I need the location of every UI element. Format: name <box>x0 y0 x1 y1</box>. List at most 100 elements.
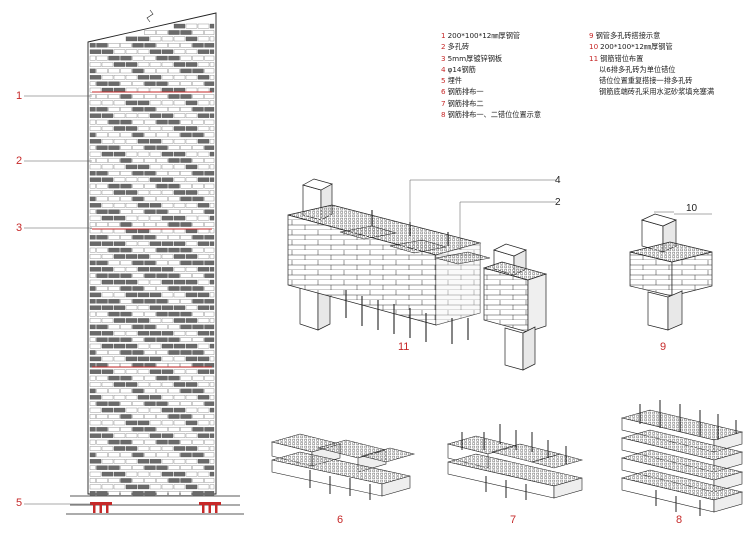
wall-brick <box>101 164 114 170</box>
wall-brick <box>132 465 144 470</box>
wall-brick <box>120 337 132 342</box>
wall-brick <box>149 369 162 374</box>
wall-brick <box>89 401 96 406</box>
wall-brick <box>161 139 174 144</box>
wall-brick <box>204 235 215 240</box>
wall-brick <box>144 375 156 381</box>
wall-brick <box>113 62 126 67</box>
wall-brick <box>149 36 162 42</box>
wall-brick <box>113 254 126 259</box>
wall-brick <box>173 318 186 323</box>
wall-brick <box>144 235 156 240</box>
wall-brick <box>120 158 132 163</box>
callout-5: 5 <box>16 497 22 509</box>
wall-brick <box>108 388 120 394</box>
wall-brick <box>125 190 138 195</box>
wall-brick <box>132 273 144 278</box>
wall-brick <box>101 177 114 182</box>
wall-brick <box>149 254 162 259</box>
wall-brick <box>156 465 168 470</box>
wall-brick <box>168 439 180 445</box>
wall-brick <box>137 126 150 131</box>
wall-brick <box>144 247 156 253</box>
wall-brick <box>132 427 144 432</box>
wall-brick <box>137 36 150 42</box>
wall-brick <box>161 241 174 246</box>
wall-brick <box>156 375 168 381</box>
wall-brick <box>89 292 102 298</box>
wall-brick-pattern <box>89 23 215 496</box>
wall-brick <box>120 452 132 458</box>
wall-brick <box>204 350 215 355</box>
wall-brick <box>161 203 174 208</box>
wall-brick <box>180 171 192 176</box>
wall-brick <box>185 139 198 144</box>
wall-brick <box>132 324 144 330</box>
wall-brick <box>209 459 215 464</box>
wall-brick <box>144 452 156 458</box>
wall-brick <box>144 337 156 342</box>
wall-brick <box>192 68 204 74</box>
wall-brick <box>137 318 150 323</box>
wall-brick <box>89 215 102 221</box>
wall-brick <box>156 491 168 496</box>
wall-brick <box>89 459 102 464</box>
wall-brick <box>209 254 215 259</box>
wall-brick <box>197 241 210 246</box>
wall-brick <box>108 337 120 342</box>
wall-brick <box>89 324 96 330</box>
wall-brick <box>180 81 192 86</box>
wall-brick <box>185 254 198 259</box>
wall-brick <box>96 324 108 330</box>
wall-brick <box>209 484 215 490</box>
wall-brick <box>156 171 168 176</box>
wall-brick <box>120 286 132 291</box>
wall-brick <box>149 433 162 438</box>
wall-brick <box>125 395 138 400</box>
wall-brick <box>185 113 198 118</box>
wall-brick <box>89 369 102 374</box>
wall-brick <box>173 113 186 118</box>
wall-brick <box>192 94 204 99</box>
wall-brick <box>197 318 210 323</box>
wall-brick <box>120 414 132 419</box>
wall-brick <box>96 209 108 214</box>
wall-brick <box>108 491 120 496</box>
wall-brick <box>209 36 215 42</box>
wall-brick <box>120 94 132 99</box>
wall-brick <box>101 49 114 54</box>
wall-brick <box>89 279 102 285</box>
wall-brick <box>185 407 198 413</box>
wall-brick <box>156 43 168 48</box>
wall-brick <box>132 171 144 176</box>
wall-brick <box>137 62 150 67</box>
wall-brick <box>168 145 180 150</box>
wall-brick <box>168 478 180 483</box>
wall-brick <box>108 375 120 381</box>
wall-brick <box>89 331 102 336</box>
wall-brick <box>192 465 204 470</box>
wall-brick <box>180 375 192 381</box>
wall-brick <box>101 318 114 323</box>
wall-brick <box>113 190 126 195</box>
wall-brick <box>120 55 132 61</box>
wall-brick <box>113 126 126 131</box>
wall-brick <box>144 465 156 470</box>
wall-brick <box>125 356 138 362</box>
wall-brick <box>180 311 192 317</box>
wall-brick <box>185 484 198 490</box>
wall-brick <box>89 471 102 477</box>
wall-brick <box>89 107 96 112</box>
wall-brick <box>120 235 132 240</box>
wall-brick <box>209 356 215 362</box>
wall-brick <box>156 119 168 125</box>
wall-brick <box>149 126 162 131</box>
wall-brick <box>185 331 198 336</box>
wall-brick <box>132 337 144 342</box>
wall-brick <box>197 395 210 400</box>
wall-brick <box>96 388 108 394</box>
wall-brick <box>125 36 138 42</box>
wall-brick <box>197 75 210 80</box>
wall-brick <box>185 382 198 387</box>
